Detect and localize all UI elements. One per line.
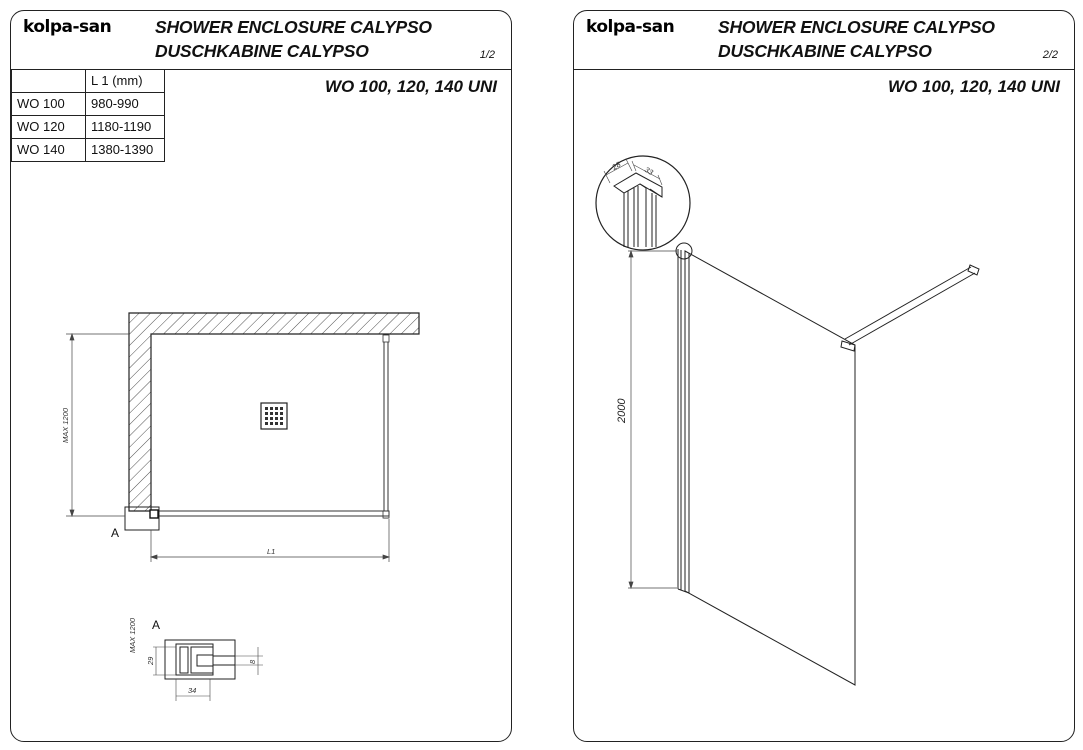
header-divider bbox=[574, 69, 1074, 70]
title-english: SHOWER ENCLOSURE CALYPSO bbox=[155, 17, 432, 37]
dimension-max-width bbox=[66, 332, 129, 518]
page-number: 1/2 bbox=[479, 49, 495, 61]
dimension-height bbox=[628, 249, 677, 590]
size-table: L 1 (mm) WO 100 980-990 WO 120 1180-1190… bbox=[11, 69, 165, 162]
detail-a-profile bbox=[164, 639, 236, 680]
drawing-sheet-2: kolpa-san SHOWER ENCLOSURE CALYPSO DUSCH… bbox=[573, 10, 1075, 742]
detail-a-title: A bbox=[152, 618, 160, 632]
floor-plan-drawing: MAX 1200 L1 A A MAX 1200 bbox=[61, 312, 420, 701]
dimension-max-label: MAX 1200 bbox=[61, 407, 70, 443]
detail-a-dim-34: 34 bbox=[188, 686, 196, 695]
page-number: 2/2 bbox=[1042, 49, 1058, 61]
stabilizer-bar bbox=[840, 264, 980, 352]
title-german: DUSCHKABINE CALYPSO bbox=[718, 41, 932, 61]
dimension-length-label: L1 bbox=[267, 547, 275, 556]
detail-a-dim-29: 29 bbox=[146, 656, 155, 666]
wall-profile-box bbox=[124, 506, 160, 531]
brand-logo: kolpa-san bbox=[586, 17, 675, 37]
size-table-model-cell: WO 120 bbox=[11, 115, 86, 139]
model-label: WO 100, 120, 140 UNI bbox=[325, 77, 497, 96]
size-table-row: WO 140 1380-1390 bbox=[11, 138, 165, 162]
size-table-row: WO 100 980-990 bbox=[11, 92, 165, 116]
drawing-sheet-1: kolpa-san SHOWER ENCLOSURE CALYPSO DUSCH… bbox=[10, 10, 512, 742]
model-label: WO 100, 120, 140 UNI bbox=[888, 77, 1060, 96]
size-table-length-cell: 1380-1390 bbox=[85, 138, 165, 162]
detail-a-max-label: MAX 1200 bbox=[128, 617, 137, 653]
size-table-header-cell bbox=[11, 69, 86, 93]
dimension-length bbox=[149, 519, 391, 562]
detail-a-dim-8: 8 bbox=[248, 659, 257, 664]
size-table-model-cell: WO 140 bbox=[11, 138, 86, 162]
isometric-drawing: 28 33 2000 bbox=[595, 155, 980, 686]
detail-a-dimensions bbox=[153, 646, 263, 701]
title-english: SHOWER ENCLOSURE CALYPSO bbox=[718, 17, 995, 37]
dimension-height-label: 2000 bbox=[616, 398, 628, 424]
glass-panel bbox=[677, 249, 856, 686]
title-german: DUSCHKABINE CALYPSO bbox=[155, 41, 369, 61]
size-table-model-cell: WO 100 bbox=[11, 92, 86, 116]
detail-reference-label: A bbox=[111, 526, 119, 540]
brand-logo: kolpa-san bbox=[23, 17, 112, 37]
size-table-length-cell: 980-990 bbox=[85, 92, 165, 116]
wall-hatch bbox=[128, 312, 420, 512]
glass-side-panel bbox=[383, 334, 389, 519]
glass-front-panel bbox=[150, 510, 390, 517]
header-divider bbox=[11, 69, 511, 70]
magnified-detail bbox=[595, 155, 691, 251]
drain-icon bbox=[260, 402, 288, 430]
